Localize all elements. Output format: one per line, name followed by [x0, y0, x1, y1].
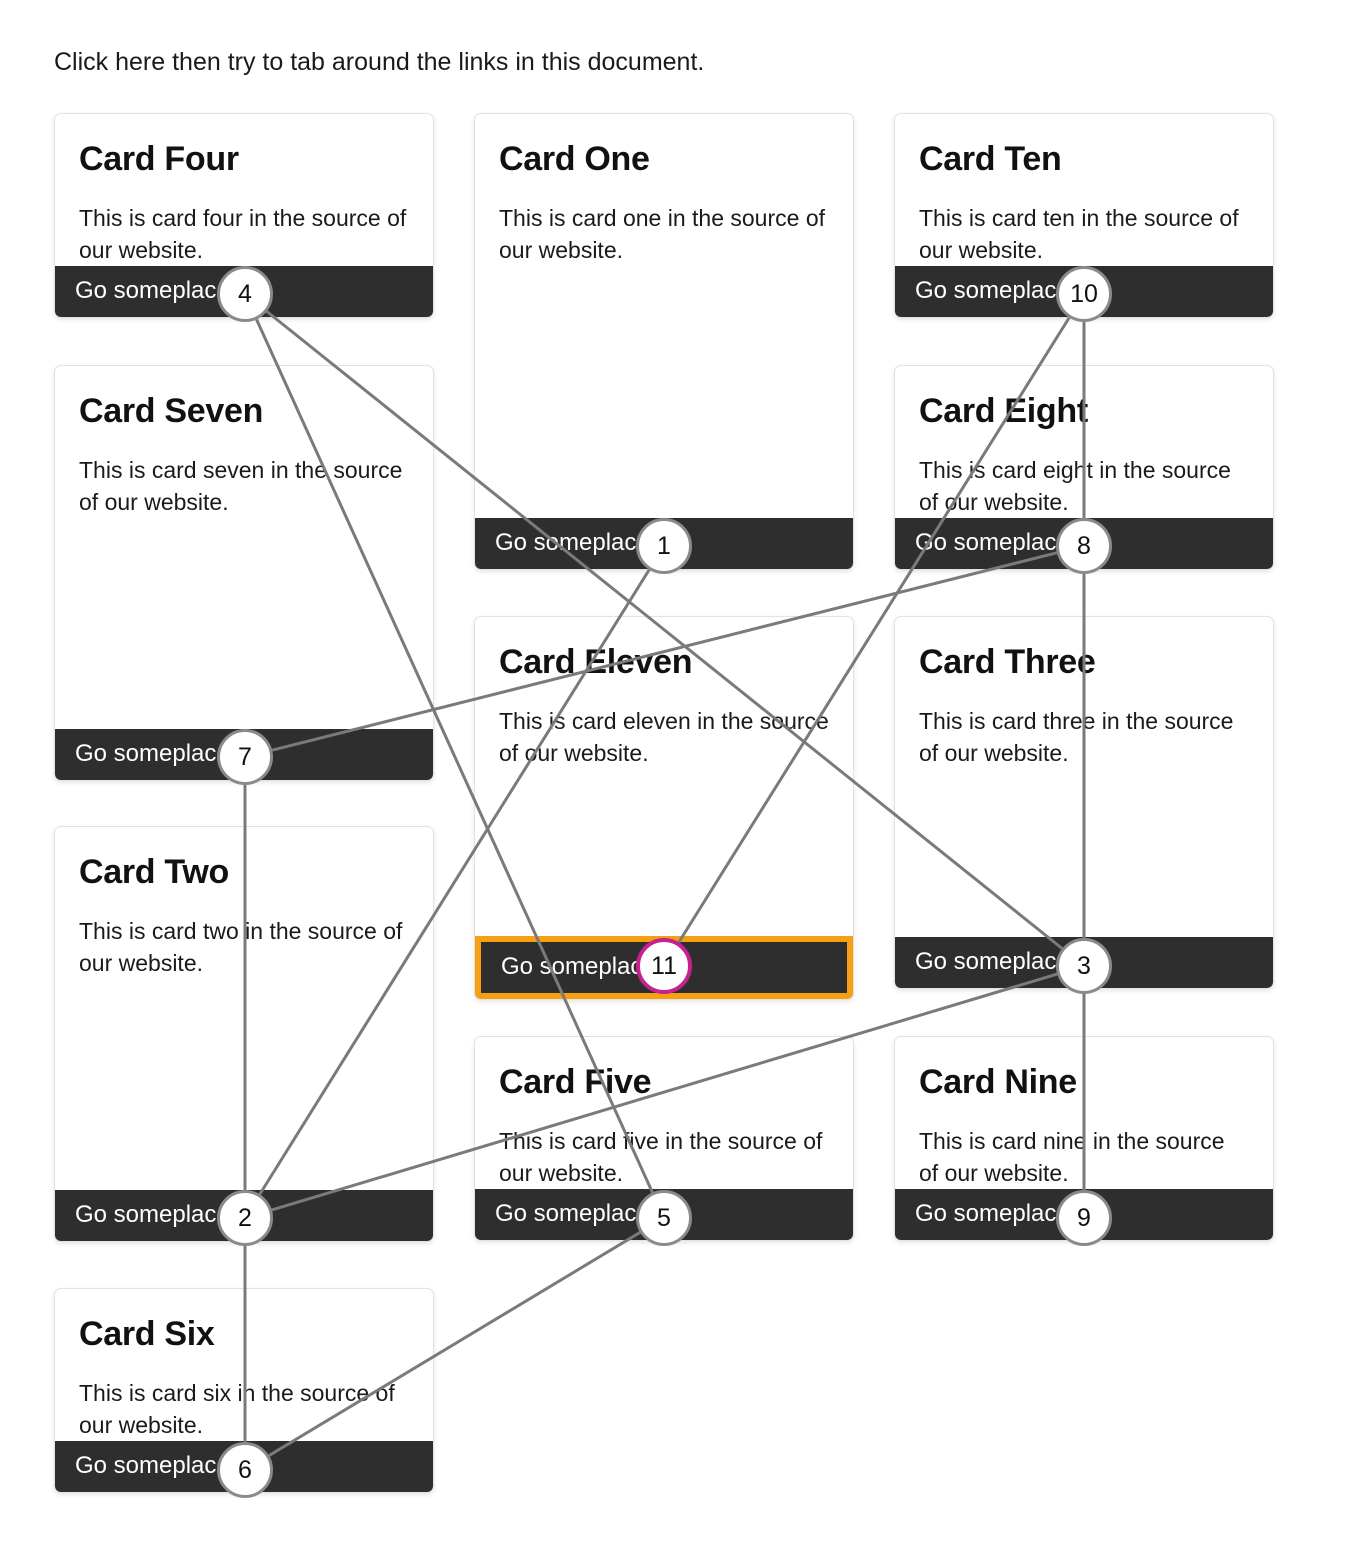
tab-order-badge-8: 8	[1056, 518, 1112, 574]
card-two-spacer	[55, 979, 433, 1190]
card-eleven-title: Card Eleven	[499, 643, 693, 681]
tab-order-badge-4: 4	[217, 266, 273, 322]
tab-order-badge-2: 2	[217, 1190, 273, 1246]
card-five-title: Card Five	[499, 1063, 652, 1101]
card-three-description: This is card three in the source of our …	[919, 708, 1234, 766]
card-eight-description: This is card eight in the source of our …	[919, 457, 1231, 515]
card-three-title: Card Three	[919, 643, 1096, 681]
card-six-description: This is card six in the source of our we…	[79, 1380, 395, 1438]
card-one-description: This is card one in the source of our we…	[499, 205, 825, 263]
card-ten-description: This is card ten in the source of our we…	[919, 205, 1239, 263]
card-one-spacer	[475, 266, 853, 518]
card-two-title: Card Two	[79, 853, 229, 891]
tab-order-badge-6: 6	[217, 1442, 273, 1498]
card-eight-title: Card Eight	[919, 392, 1088, 430]
card-seven-description: This is card seven in the source of our …	[79, 457, 403, 515]
card-four-title: Card Four	[79, 140, 239, 178]
card-seven-spacer	[55, 518, 433, 729]
tab-order-badge-7: 7	[217, 729, 273, 785]
card-one-title: Card One	[499, 140, 650, 178]
card-nine-description: This is card nine in the source of our w…	[919, 1128, 1225, 1186]
tab-order-badge-3: 3	[1056, 938, 1112, 994]
card-three-spacer	[895, 769, 1273, 937]
card-eleven-spacer	[475, 769, 853, 936]
card-six-title: Card Six	[79, 1315, 215, 1353]
card-ten-title: Card Ten	[919, 140, 1062, 178]
card-four-description: This is card four in the source of our w…	[79, 205, 407, 263]
card-seven-title: Card Seven	[79, 392, 264, 430]
card-nine-title: Card Nine	[919, 1063, 1077, 1101]
tab-order-badge-5: 5	[636, 1190, 692, 1246]
tab-order-badge-1: 1	[636, 518, 692, 574]
card-five-description: This is card five in the source of our w…	[499, 1128, 823, 1186]
tab-order-badge-9: 9	[1056, 1190, 1112, 1246]
tab-order-badge-11: 11	[636, 938, 692, 994]
card-two-description: This is card two in the source of our we…	[79, 918, 403, 976]
page-intro-text: Click here then try to tab around the li…	[54, 48, 705, 76]
card-eleven-description: This is card eleven in the source of our…	[499, 708, 829, 766]
tab-order-badge-10: 10	[1056, 266, 1112, 322]
